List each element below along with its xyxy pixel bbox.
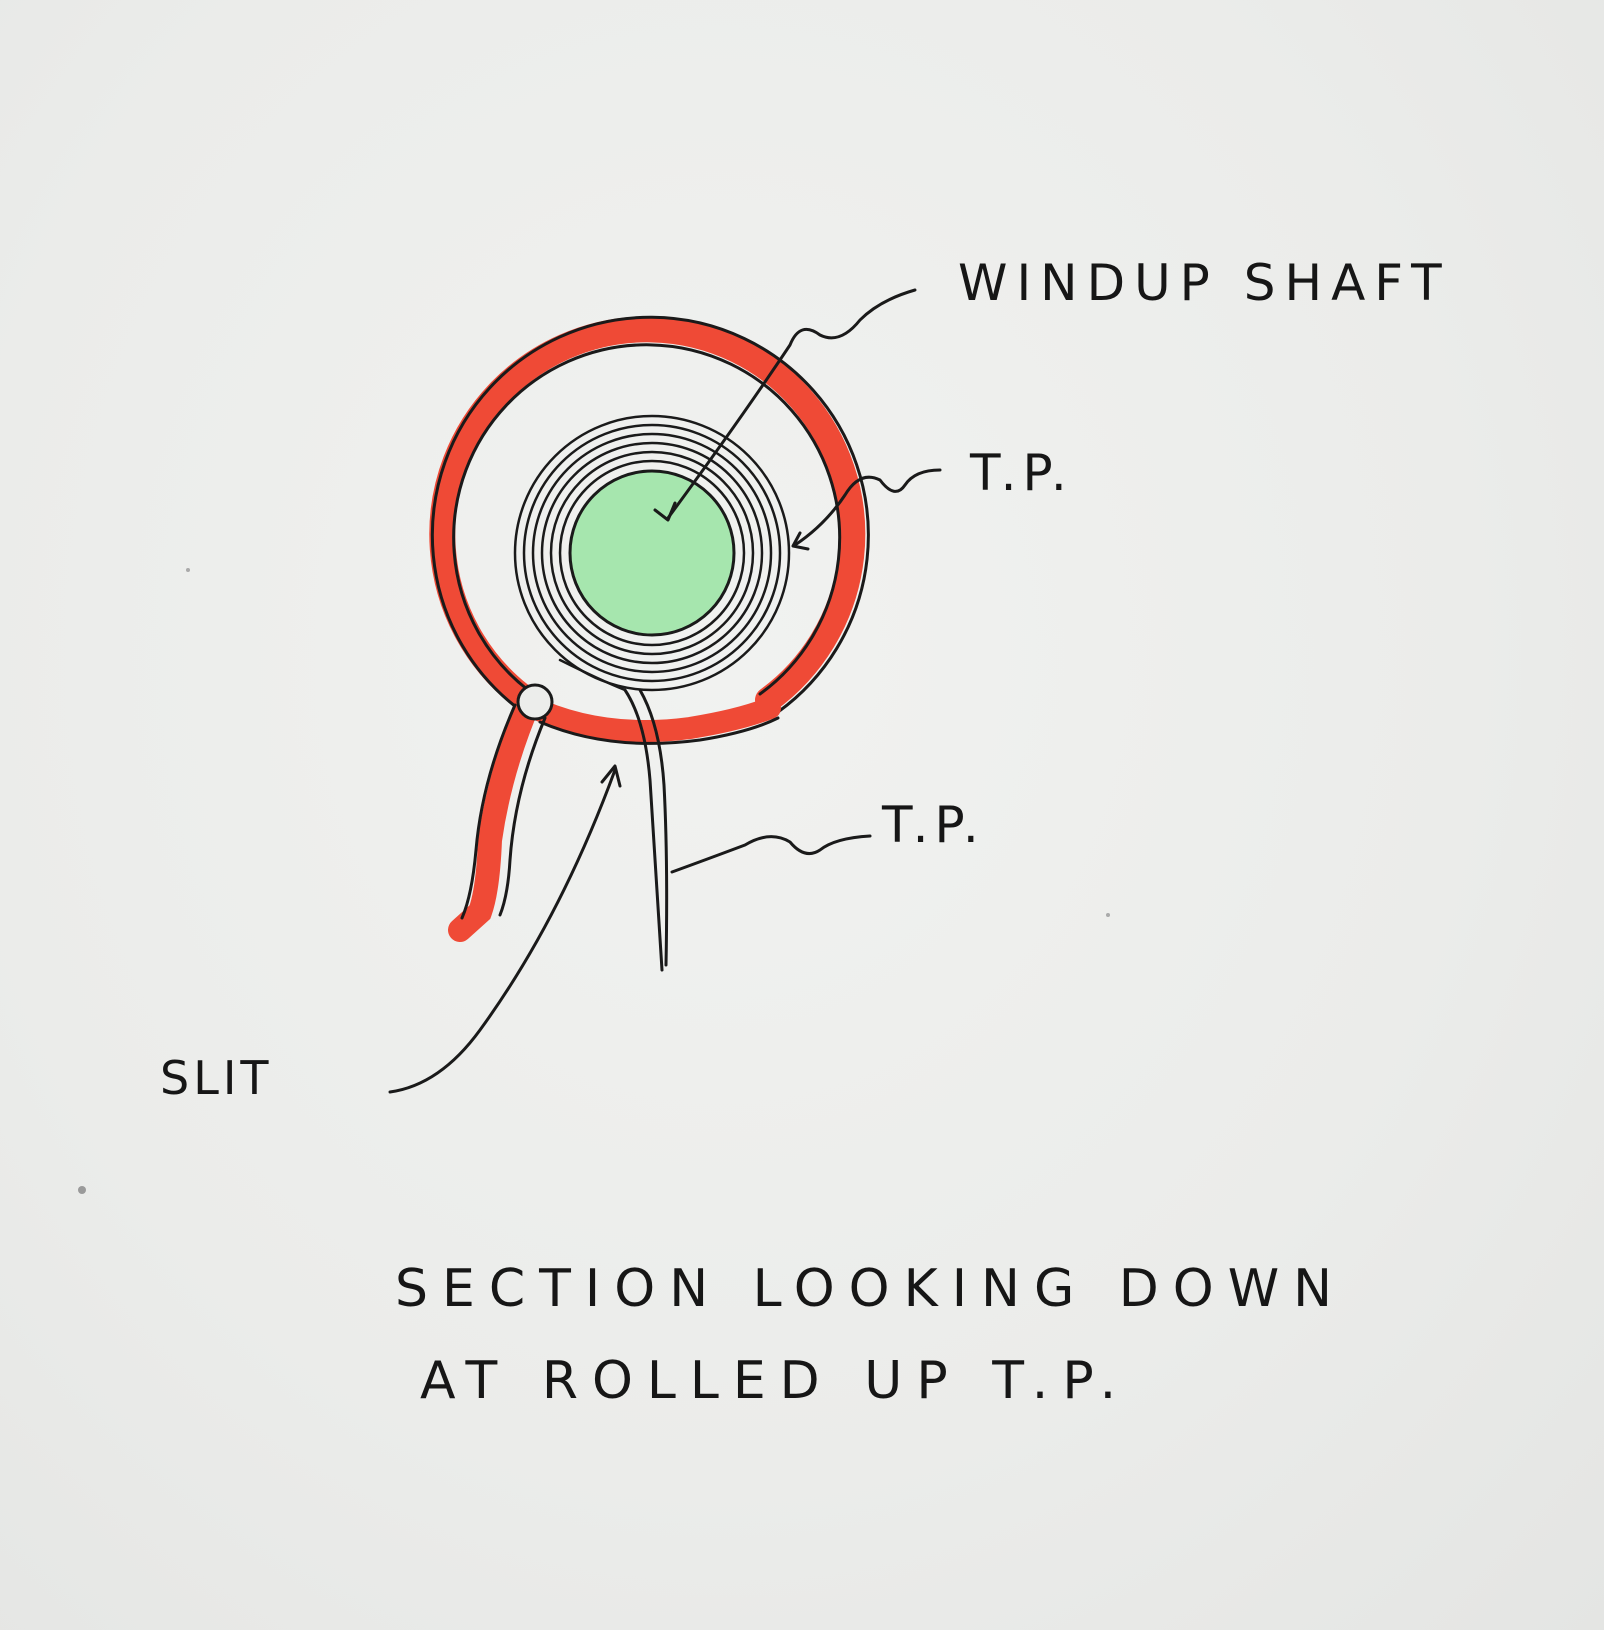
arrow-slit (600, 764, 622, 788)
arrow-windup-shaft (653, 501, 677, 522)
tp-sheet-strand-3 (558, 658, 627, 692)
paper-speck (78, 1186, 86, 1194)
windup-shaft (568, 469, 736, 637)
housing-flange-edge-2 (460, 703, 517, 920)
tp-roll-layers (513, 414, 791, 692)
tp-sheet-strand (623, 688, 664, 972)
housing-ring-outline (430, 315, 870, 714)
housing-ring-inner-outline (452, 343, 842, 696)
leader-tp-sheet (670, 834, 872, 874)
caption-line-1: SECTION LOOKING DOWN (395, 1259, 1346, 1319)
tp-sheet-strand-2 (638, 688, 669, 967)
housing-flange (448, 688, 542, 942)
label-windup-shaft: WINDUP SHAFT (958, 254, 1451, 312)
leader-windup-shaft (666, 288, 917, 520)
arrow-tp-roll (791, 531, 810, 551)
housing-ring (429, 316, 866, 713)
leader-tp-roll (793, 468, 942, 547)
label-tp-roll: T.P. (969, 444, 1073, 502)
housing-lip-edge (538, 716, 780, 745)
caption-line-2: AT ROLLED UP T.P. (420, 1351, 1130, 1411)
paper-speck (1106, 913, 1110, 917)
housing-lip (517, 694, 781, 743)
leader-slit (388, 768, 617, 1094)
hinge-knuckle (516, 683, 554, 721)
label-slit: SLIT (160, 1051, 273, 1105)
label-tp-sheet: T.P. (881, 796, 985, 854)
paper-speck (186, 568, 190, 572)
housing-flange-edge (498, 716, 547, 917)
